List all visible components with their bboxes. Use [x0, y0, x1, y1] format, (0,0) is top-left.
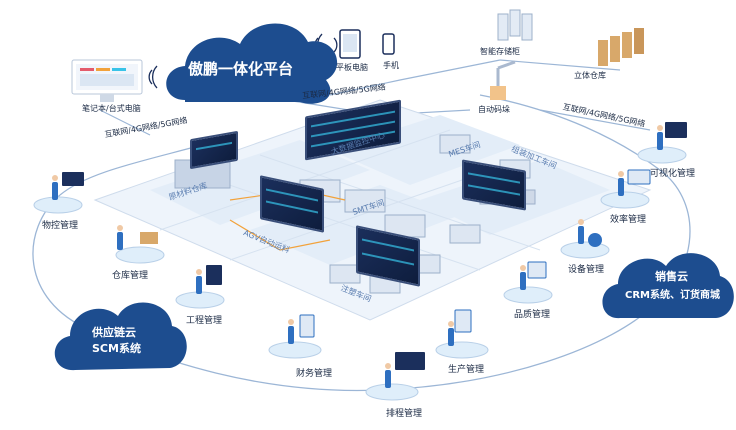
main-cloud-label: 傲鹏一体化平台	[188, 60, 294, 78]
crm-cloud-label-2: CRM系统、订货商城	[625, 290, 720, 301]
connection-line	[99, 109, 151, 136]
laptop-label: 笔记本/台式电脑	[82, 104, 141, 113]
connection-line	[499, 59, 621, 71]
scm-cloud-label-2: SCM系统	[92, 342, 141, 355]
scm-cloud-shape	[54, 302, 187, 371]
phone-label: 手机	[383, 61, 399, 70]
auto-line-label: 自动码垛	[478, 105, 510, 114]
floor-zone	[330, 115, 520, 185]
rack-icon	[497, 9, 533, 41]
tablet-icon	[339, 29, 361, 59]
module-logistics[interactable]: 物控管理	[42, 221, 79, 231]
module-visualization[interactable]: 可视化管理	[650, 169, 696, 179]
robot-arm-icon	[490, 60, 516, 100]
module-quality[interactable]: 品质管理	[514, 310, 551, 320]
connection-line	[539, 109, 651, 131]
warehouse3d-label: 立体仓库	[574, 71, 606, 80]
module-engineering[interactable]: 工程管理	[186, 316, 223, 326]
module-scheduling[interactable]: 排程管理	[386, 409, 423, 419]
crm-cloud-shape	[602, 253, 734, 319]
module-finance[interactable]: 财务管理	[296, 369, 333, 379]
module-equipment[interactable]: 设备管理	[568, 265, 605, 275]
module-warehouse[interactable]: 仓库管理	[112, 271, 149, 281]
rack-label: 智能存储柜	[480, 47, 520, 56]
monitor-icon	[71, 59, 143, 102]
crm-cloud-label-1: 销售云	[655, 270, 688, 283]
shelves-icon	[598, 28, 644, 66]
module-efficiency[interactable]: 效率管理	[610, 215, 647, 225]
tablet-label: 平板电脑	[336, 63, 368, 72]
main-cloud-shape	[166, 23, 338, 104]
connection-line	[329, 59, 501, 96]
scm-cloud-label-1: 供应链云	[92, 326, 136, 339]
phone-icon	[382, 33, 395, 55]
module-production[interactable]: 生产管理	[448, 365, 485, 375]
